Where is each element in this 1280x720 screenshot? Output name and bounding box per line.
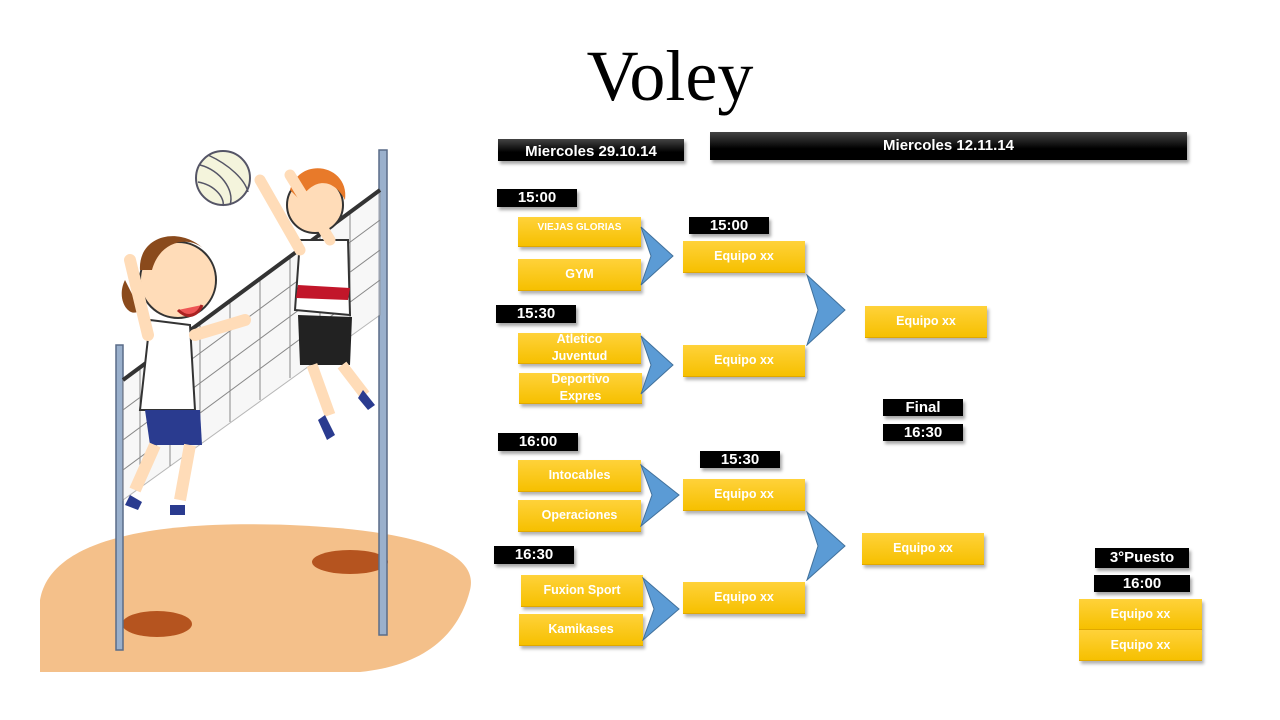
volleyball-illustration	[40, 149, 471, 672]
bracket-arrow-5	[806, 274, 846, 346]
team-box-kamikases: Kamikases	[519, 614, 643, 646]
final-time-label: 16:30	[883, 424, 963, 441]
third-place-label: 3°Puesto	[1095, 548, 1189, 568]
sand-ground	[40, 524, 471, 672]
page-title: Voley	[586, 36, 754, 116]
bracket-arrow-6	[806, 511, 846, 581]
time-label-qf-1530: 15:30	[700, 451, 780, 468]
team-box-operaciones: Operaciones	[518, 500, 641, 532]
team-box-fuxion-sport: Fuxion Sport	[521, 575, 643, 607]
round2-box-4: Equipo xx	[683, 582, 805, 614]
semi-box-1: Equipo xx	[865, 306, 987, 338]
left-player	[121, 236, 251, 515]
team-box-intocables: Intocables	[518, 460, 641, 492]
date-banner-first: Miercoles 29.10.14	[498, 139, 684, 161]
team-box-viejas-glorias: VIEJAS GLORIAS	[518, 217, 641, 247]
third-place-box-1: Equipo xx	[1079, 599, 1202, 630]
third-place-box-2: Equipo xx	[1079, 630, 1202, 661]
bracket-arrow-1	[640, 226, 674, 286]
hole-right	[312, 550, 388, 574]
time-label-1500: 15:00	[497, 189, 577, 207]
hole-left	[122, 611, 192, 637]
volleyball-ball	[195, 150, 251, 206]
round2-box-2: Equipo xx	[683, 345, 805, 377]
round2-box-3: Equipo xx	[683, 479, 805, 511]
final-label: Final	[883, 399, 963, 416]
bracket-arrow-2	[640, 335, 674, 395]
team-box-atletico-juventud: Atletico Juventud	[518, 332, 641, 364]
right-player	[254, 168, 375, 440]
time-label-qf-1500: 15:00	[689, 217, 769, 234]
round2-box-1: Equipo xx	[683, 241, 805, 273]
semi-box-2: Equipo xx	[862, 533, 984, 565]
time-label-1530: 15:30	[496, 305, 576, 323]
date-banner-second: Miercoles 12.11.14	[710, 132, 1187, 160]
time-label-1600: 16:00	[498, 433, 578, 451]
bracket-arrow-3	[640, 464, 680, 527]
pole-right	[378, 149, 388, 636]
third-place-time-label: 16:00	[1094, 575, 1190, 592]
time-label-1630: 16:30	[494, 546, 574, 564]
team-box-deportivo-expres: Deportivo Expres	[519, 372, 642, 404]
pole-left	[115, 344, 124, 651]
bracket-arrow-4	[642, 577, 680, 641]
team-box-gym: GYM	[518, 259, 641, 291]
